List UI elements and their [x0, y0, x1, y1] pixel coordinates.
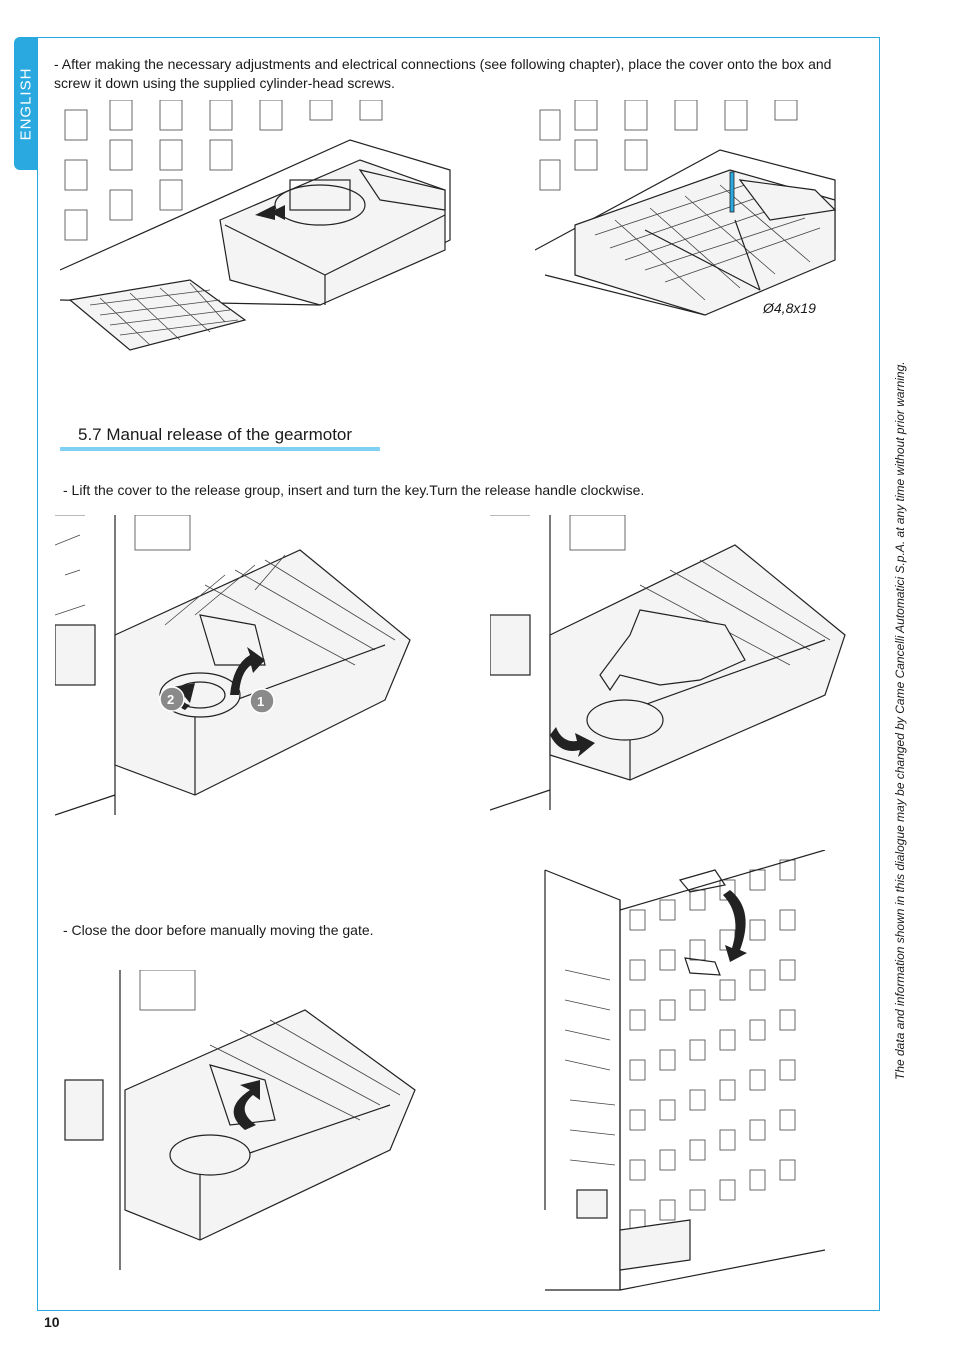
section-heading: 5.7 Manual release of the gearmotor	[78, 425, 353, 444]
language-tab-label: ENGLISH	[17, 67, 35, 140]
figure-release-handle	[490, 515, 846, 811]
figure-cover-screwed: Ø4,8x19	[535, 100, 837, 316]
disclaimer-text: The data and information shown in this d…	[893, 361, 907, 1080]
cover-instruction: - After making the necessary adjustments…	[54, 56, 832, 91]
step-badge-2	[159, 686, 185, 712]
page-frame	[37, 37, 880, 1311]
section-underline	[60, 447, 380, 451]
close-door-instruction: - Close the door before manually moving …	[63, 922, 374, 938]
language-tab: ENGLISH	[14, 37, 38, 170]
step-badge-2-label: 2	[167, 692, 174, 707]
page-number: 10	[44, 1314, 60, 1330]
figure-box-open	[60, 100, 451, 351]
step-badge-1	[249, 688, 275, 714]
figure-move-gate	[544, 850, 826, 1291]
screw-size-label: Ø4,8x19	[762, 300, 816, 316]
figure-release-key: 2 1	[55, 515, 411, 816]
figure-close-door	[64, 970, 416, 1270]
release-instruction: - Lift the cover to the release group, i…	[63, 482, 645, 498]
step-badge-1-label: 1	[257, 694, 264, 709]
